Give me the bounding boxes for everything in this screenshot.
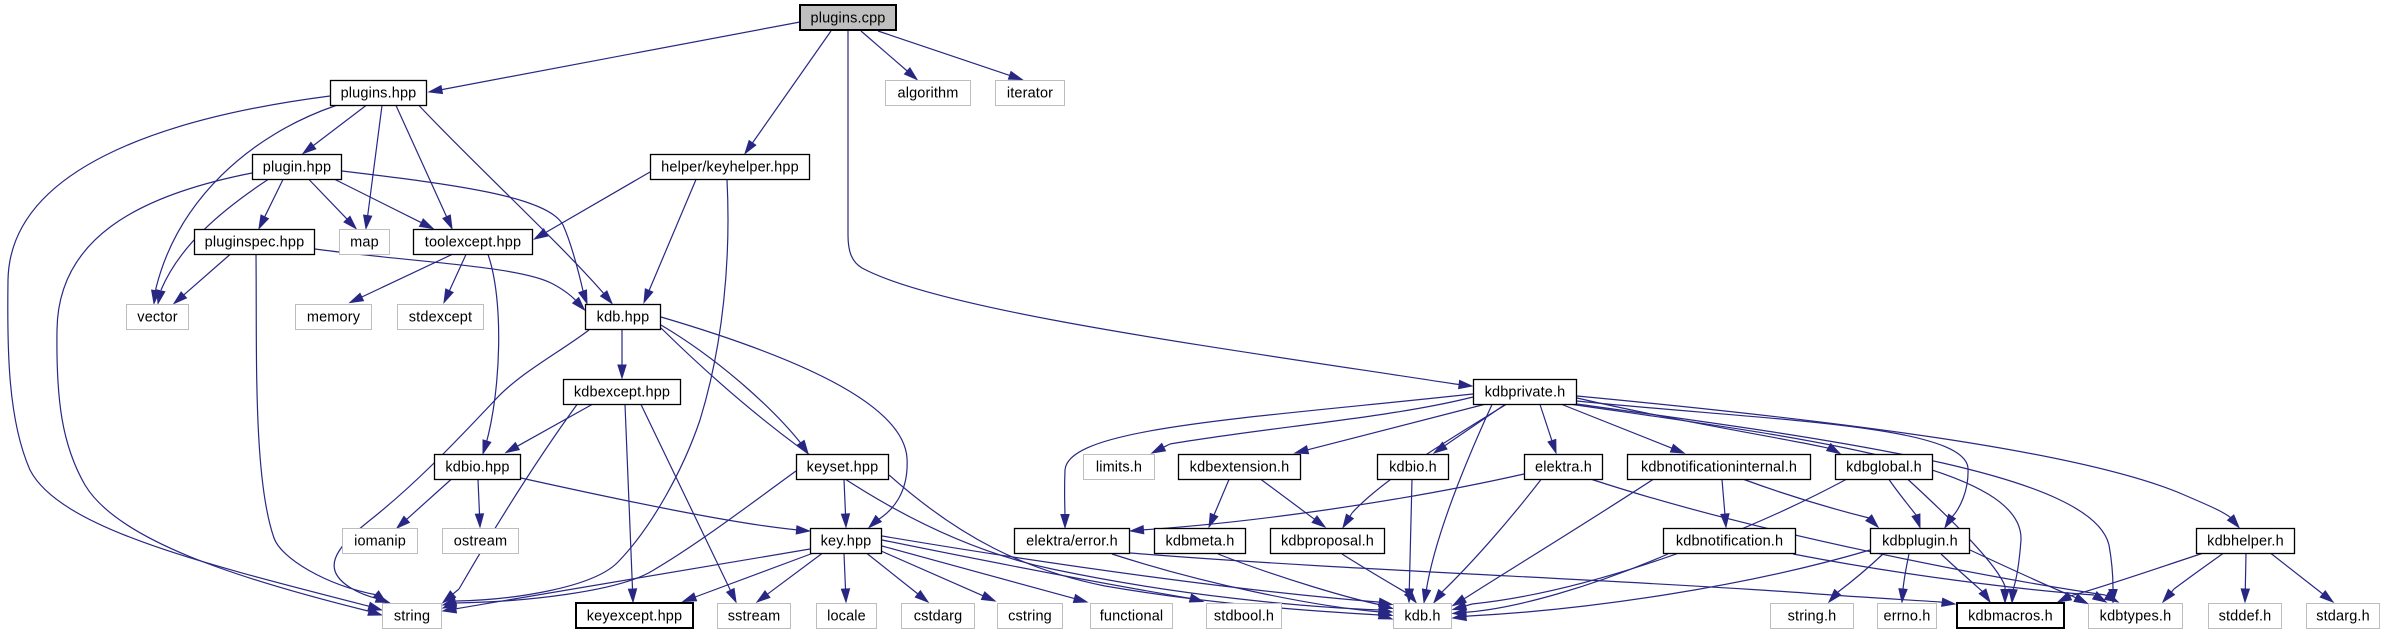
svg-text:errno.h: errno.h (1884, 609, 1931, 625)
svg-text:kdbprivate.h: kdbprivate.h (1485, 385, 1566, 401)
svg-text:stdarg.h: stdarg.h (2316, 609, 2370, 625)
svg-text:kdbexcept.hpp: kdbexcept.hpp (574, 385, 670, 401)
svg-text:plugins.cpp: plugins.cpp (810, 11, 885, 27)
svg-text:stdexcept: stdexcept (409, 310, 472, 326)
svg-text:limits.h: limits.h (1096, 460, 1142, 476)
svg-text:kdbhelper.h: kdbhelper.h (2207, 534, 2284, 550)
svg-text:kdb.h: kdb.h (1404, 609, 1440, 625)
svg-text:kdbproposal.h: kdbproposal.h (1281, 534, 1374, 550)
svg-text:string: string (394, 609, 430, 625)
svg-text:elektra.h: elektra.h (1535, 460, 1592, 476)
svg-text:cstdarg: cstdarg (914, 609, 963, 625)
svg-text:cstring: cstring (1008, 609, 1052, 625)
svg-text:kdbio.hpp: kdbio.hpp (445, 460, 509, 476)
svg-text:locale: locale (827, 609, 866, 625)
svg-text:stdbool.h: stdbool.h (1214, 609, 1274, 625)
svg-text:kdbio.h: kdbio.h (1389, 460, 1437, 476)
svg-text:elektra/error.h: elektra/error.h (1026, 534, 1118, 550)
svg-text:key.hpp: key.hpp (821, 534, 872, 550)
svg-text:stddef.h: stddef.h (2219, 609, 2272, 625)
svg-text:kdbextension.h: kdbextension.h (1190, 460, 1290, 476)
svg-text:functional: functional (1100, 609, 1164, 625)
svg-text:kdbmeta.h: kdbmeta.h (1165, 534, 1234, 550)
svg-text:ostream: ostream (454, 534, 507, 550)
svg-text:iomanip: iomanip (354, 534, 406, 550)
svg-text:kdbglobal.h: kdbglobal.h (1846, 460, 1922, 476)
svg-text:iterator: iterator (1007, 86, 1053, 102)
svg-text:vector: vector (137, 310, 177, 326)
svg-text:string.h: string.h (1788, 609, 1837, 625)
svg-text:helper/keyhelper.hpp: helper/keyhelper.hpp (661, 160, 799, 176)
svg-text:algorithm: algorithm (898, 86, 959, 102)
svg-text:memory: memory (307, 310, 361, 326)
svg-text:kdbplugin.h: kdbplugin.h (1882, 534, 1958, 550)
svg-text:kdb.hpp: kdb.hpp (597, 310, 650, 326)
svg-text:pluginspec.hpp: pluginspec.hpp (205, 235, 305, 251)
svg-text:kdbnotification.h: kdbnotification.h (1676, 534, 1783, 550)
svg-text:map: map (350, 235, 379, 251)
svg-text:toolexcept.hpp: toolexcept.hpp (425, 235, 521, 251)
svg-text:keyexcept.hpp: keyexcept.hpp (587, 609, 682, 625)
svg-text:sstream: sstream (728, 609, 781, 625)
svg-text:plugin.hpp: plugin.hpp (263, 160, 331, 176)
svg-text:kdbtypes.h: kdbtypes.h (2100, 609, 2172, 625)
svg-text:kdbnotificationinternal.h: kdbnotificationinternal.h (1641, 460, 1797, 476)
svg-text:plugins.hpp: plugins.hpp (341, 86, 417, 102)
svg-text:kdbmacros.h: kdbmacros.h (1968, 609, 2053, 625)
svg-text:keyset.hpp: keyset.hpp (807, 460, 879, 476)
